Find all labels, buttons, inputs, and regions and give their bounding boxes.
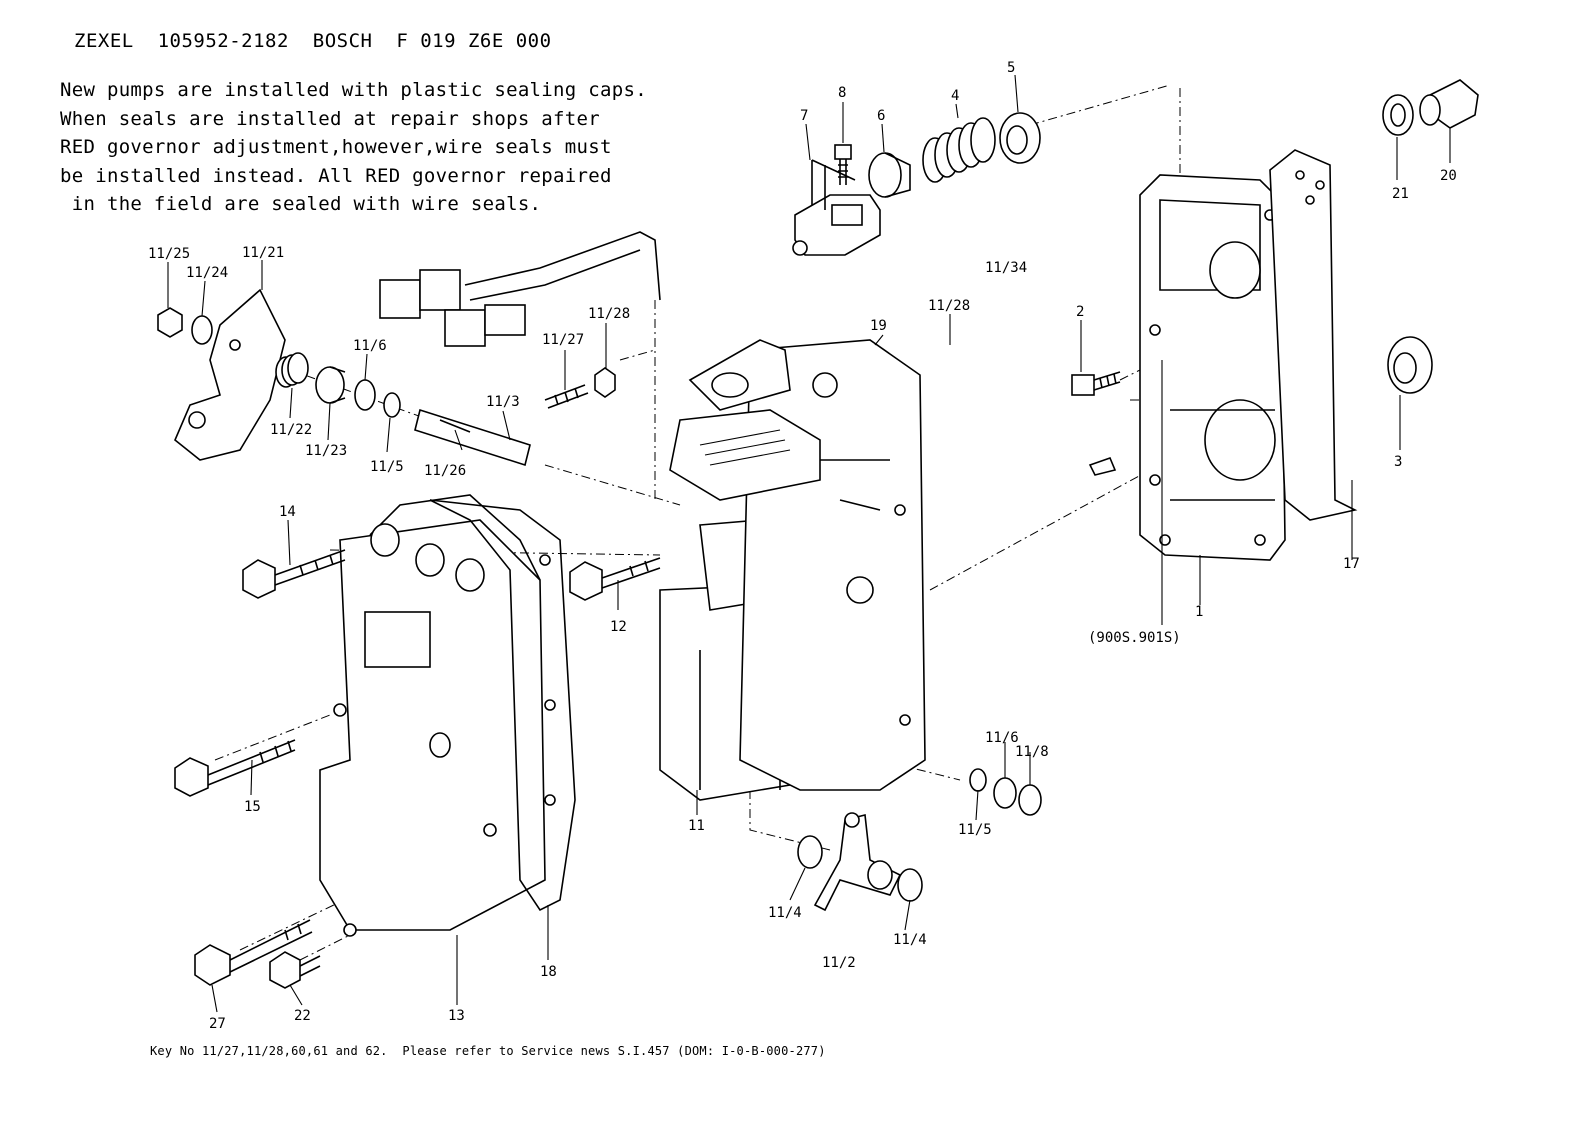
- label-13: 13: [448, 1008, 465, 1024]
- bracket-7: [792, 159, 881, 256]
- washer-21: [1382, 94, 1414, 136]
- label-11-5a: 11/5: [370, 459, 404, 475]
- label-11-6b: 11/6: [985, 730, 1019, 746]
- oring-11-5b: [969, 768, 987, 792]
- bolt-8: [834, 144, 852, 185]
- label-11-28b: 11/28: [928, 298, 970, 314]
- label-11-21: 11/21: [242, 245, 284, 261]
- washer-11-24: [191, 315, 213, 345]
- label-6: 6: [877, 108, 885, 124]
- nut-11-25: [157, 307, 183, 338]
- washer-11-6: [354, 379, 376, 411]
- label-17: 17: [1343, 556, 1360, 572]
- bolt-15: [174, 739, 296, 797]
- nut-11-8: [1018, 784, 1042, 816]
- plug-20: [1419, 79, 1479, 129]
- bolt-2: [1071, 371, 1121, 396]
- label-11-2: 11/2: [822, 955, 856, 971]
- washer-11-4b: [897, 868, 923, 902]
- label-18: 18: [540, 964, 557, 980]
- bolt-14: [242, 549, 346, 599]
- label-27: 27: [209, 1016, 226, 1032]
- label-11-27: 11/27: [542, 332, 584, 348]
- label-11-6a: 11/6: [353, 338, 387, 354]
- spring-4: [922, 117, 996, 183]
- label-15: 15: [244, 799, 261, 815]
- label-variant: (900S.901S): [1088, 630, 1181, 646]
- label-11-23: 11/23: [305, 443, 347, 459]
- label-3: 3: [1394, 454, 1402, 470]
- label-11-8: 11/8: [1015, 744, 1049, 760]
- label-12: 12: [610, 619, 627, 635]
- governor-housing-1: [1088, 174, 1286, 561]
- service-note-footer: Key No 11/27,11/28,60,61 and 62. Please …: [150, 1044, 826, 1058]
- leader-lines: [167, 74, 1451, 1013]
- note-line: When seals are installed at repair shops…: [60, 107, 600, 130]
- seal-ring-5: [999, 112, 1041, 164]
- label-21: 21: [1392, 186, 1409, 202]
- cover-13: [319, 494, 546, 937]
- bolt-22: [269, 951, 321, 989]
- gasket-18: [429, 499, 576, 912]
- sensor-block: [669, 339, 821, 501]
- part-number-header: ZEXEL 105952-2182 BOSCH F 019 Z6E 000: [74, 30, 552, 52]
- label-20: 20: [1440, 168, 1457, 184]
- label-22: 22: [294, 1008, 311, 1024]
- label-11-22: 11/22: [270, 422, 312, 438]
- label-11: 11: [688, 818, 705, 834]
- note-line: be installed instead. All RED governor r…: [60, 164, 612, 187]
- label-11-25: 11/25: [148, 246, 190, 262]
- sleeve-11-23: [315, 366, 346, 404]
- note-line: in the field are sealed with wire seals.: [60, 193, 542, 215]
- washer-11-4a: [797, 835, 823, 869]
- bolt-27: [194, 919, 313, 986]
- label-11-24: 11/24: [186, 265, 228, 281]
- spring-seat-6: [868, 152, 911, 198]
- nut-11-28: [594, 367, 616, 398]
- label-11-4a: 11/4: [768, 905, 802, 921]
- callout-labels: 5 4 8 6 7 11/34 11/28 19 2 21 20 3 17 1 …: [148, 60, 1457, 1032]
- label-1: 1: [1195, 604, 1203, 620]
- washer-11-6b: [993, 777, 1017, 809]
- label-11-3: 11/3: [486, 394, 520, 410]
- label-11-34: 11/34: [985, 260, 1027, 276]
- label-11-26: 11/26: [424, 463, 466, 479]
- lever-11-2: [813, 812, 902, 912]
- sealing-note: New pumps are installed with plastic sea…: [60, 76, 647, 219]
- label-11-5b: 11/5: [958, 822, 992, 838]
- screw-11-27: [544, 384, 589, 409]
- label-11-4b: 11/4: [893, 932, 927, 948]
- gasket-17: [1269, 149, 1358, 521]
- seal-3: [1387, 336, 1433, 394]
- oring-11-5: [383, 392, 401, 418]
- label-4: 4: [951, 88, 959, 104]
- spring-11-22: [275, 352, 309, 388]
- label-2: 2: [1076, 304, 1084, 320]
- actuator-plate-19: [739, 339, 926, 791]
- label-19: 19: [870, 318, 887, 334]
- label-7: 7: [800, 108, 808, 124]
- label-11-28a: 11/28: [588, 306, 630, 322]
- bolt-12: [569, 557, 661, 601]
- label-5: 5: [1007, 60, 1015, 76]
- note-line: New pumps are installed with plastic sea…: [60, 79, 647, 101]
- note-line: RED governor adjustment,however,wire sea…: [60, 136, 612, 158]
- label-14: 14: [279, 504, 296, 520]
- lever-11-21: [174, 288, 286, 461]
- label-8: 8: [838, 85, 846, 101]
- connector-cable: [379, 231, 661, 347]
- shaft-11-3: [414, 408, 531, 467]
